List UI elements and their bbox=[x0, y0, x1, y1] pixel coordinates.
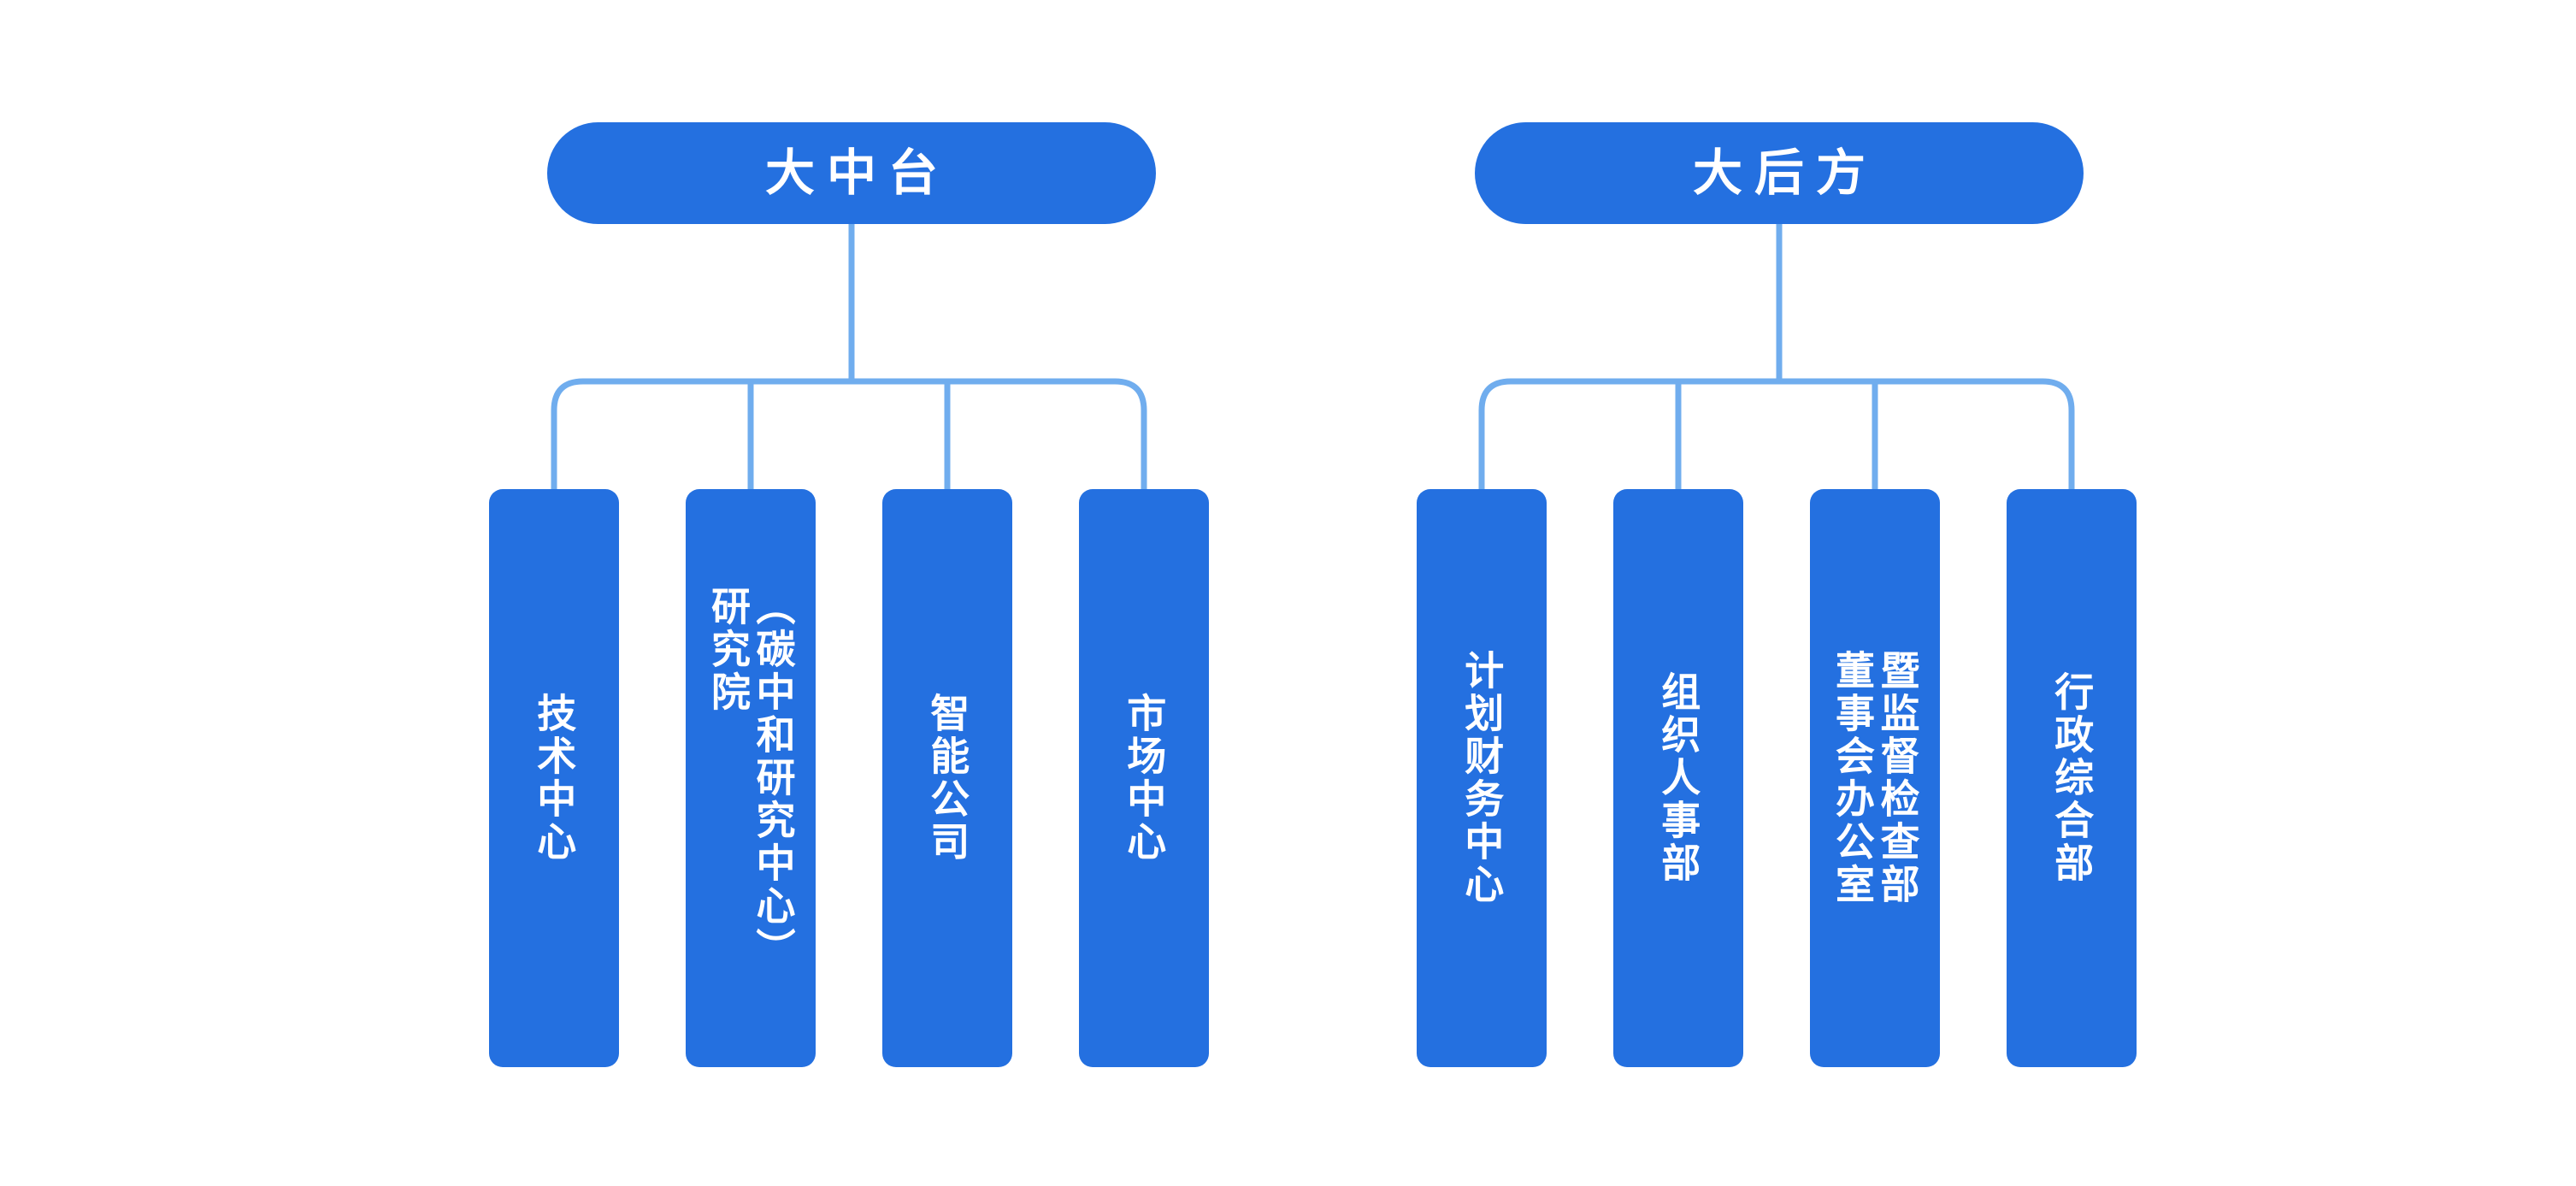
child-bus-group-zhongtai bbox=[551, 378, 1147, 489]
child-node-text-column: 智能公司 bbox=[925, 693, 970, 864]
child-node-node-jiandu-jiancha[interactable]: 暨监督检查部董事会办公室 bbox=[1810, 489, 1940, 1067]
child-node-label: 暨监督检查部董事会办公室 bbox=[1830, 650, 1920, 906]
child-node-label: 市场中心 bbox=[1122, 693, 1166, 864]
child-node-label: 技术中心 bbox=[532, 693, 576, 864]
child-node-node-shichang-zhongxin[interactable]: 市场中心 bbox=[1079, 489, 1209, 1067]
child-node-text-column: 行政综合部 bbox=[2049, 671, 2095, 885]
root-node-label: 大后方 bbox=[1692, 145, 1877, 201]
child-node-text-column: 组织人事部 bbox=[1656, 671, 1701, 885]
root-node-group-zhongtai[interactable]: 大中台 bbox=[547, 122, 1156, 224]
child-node-text-column: 计划财务中心 bbox=[1459, 650, 1505, 906]
child-node-label: 智能公司 bbox=[925, 693, 970, 864]
child-node-text-column: 研究院 bbox=[706, 586, 751, 714]
child-node-node-jishu-zhongxin[interactable]: 技术中心 bbox=[489, 489, 619, 1067]
child-node-text-column: 市场中心 bbox=[1122, 693, 1167, 864]
child-node-node-zuzhi-renshi[interactable]: 组织人事部 bbox=[1613, 489, 1743, 1067]
child-node-label: （碳中和研究中心）研究院 bbox=[706, 586, 796, 971]
child-bus-group-houfang bbox=[1478, 378, 2075, 489]
child-node-label: 行政综合部 bbox=[2049, 671, 2094, 885]
child-node-node-jihua-caiwu[interactable]: 计划财务中心 bbox=[1417, 489, 1547, 1067]
child-node-label: 组织人事部 bbox=[1656, 671, 1701, 885]
child-node-text-column: （碳中和研究中心） bbox=[751, 586, 796, 971]
root-node-label: 大中台 bbox=[764, 145, 950, 201]
child-node-node-xingzheng-zonghe[interactable]: 行政综合部 bbox=[2007, 489, 2137, 1067]
child-node-node-zhineng-gongsi[interactable]: 智能公司 bbox=[882, 489, 1012, 1067]
child-node-text-column: 暨监督检查部 bbox=[1875, 650, 1920, 906]
child-node-node-yanjiuyuan[interactable]: （碳中和研究中心）研究院 bbox=[686, 489, 816, 1067]
child-node-label: 计划财务中心 bbox=[1459, 650, 1504, 906]
child-node-text-column: 董事会办公室 bbox=[1830, 650, 1875, 906]
root-node-group-houfang[interactable]: 大后方 bbox=[1475, 122, 2084, 224]
child-node-text-column: 技术中心 bbox=[532, 693, 577, 864]
